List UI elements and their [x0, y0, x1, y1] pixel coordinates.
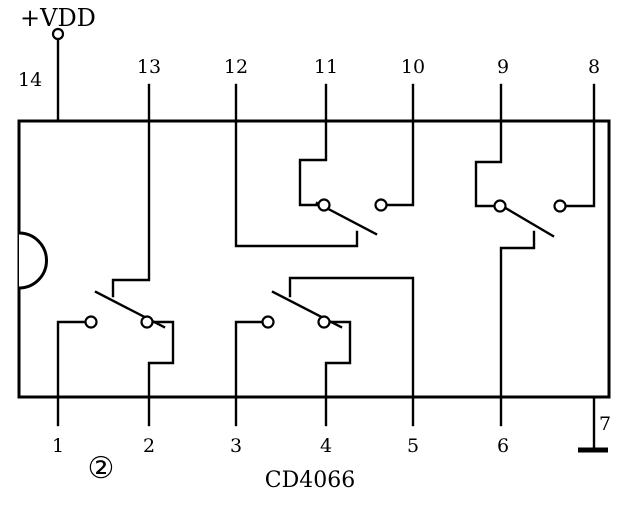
pin-label-2: 2	[143, 435, 155, 457]
pin-label-6: 6	[497, 435, 509, 457]
pin-label-14: 14	[18, 69, 42, 91]
pin-label-8: 8	[588, 56, 600, 78]
vdd-terminal	[51, 27, 65, 41]
switch-d	[474, 119, 596, 399]
pin-label-12: 12	[224, 56, 248, 78]
chip-name: CD4066	[265, 468, 355, 493]
switch-b	[234, 276, 415, 399]
pin-label-5: 5	[407, 435, 419, 457]
ic-notch	[18, 231, 48, 290]
switch-c	[234, 119, 415, 248]
pin-label-4: 4	[320, 435, 332, 457]
pin-label-10: 10	[401, 56, 425, 78]
pin-label-7: 7	[599, 413, 611, 435]
switch-a	[56, 119, 175, 399]
pin-label-1: 1	[52, 435, 64, 457]
pin-label-3: 3	[230, 435, 242, 457]
figure-marker: ②	[88, 451, 115, 486]
pin-label-13: 13	[137, 56, 161, 78]
pin-label-11: 11	[314, 56, 338, 78]
supply-label: +VDD	[20, 4, 96, 32]
pin-label-9: 9	[497, 56, 509, 78]
ic-body	[17, 119, 611, 399]
